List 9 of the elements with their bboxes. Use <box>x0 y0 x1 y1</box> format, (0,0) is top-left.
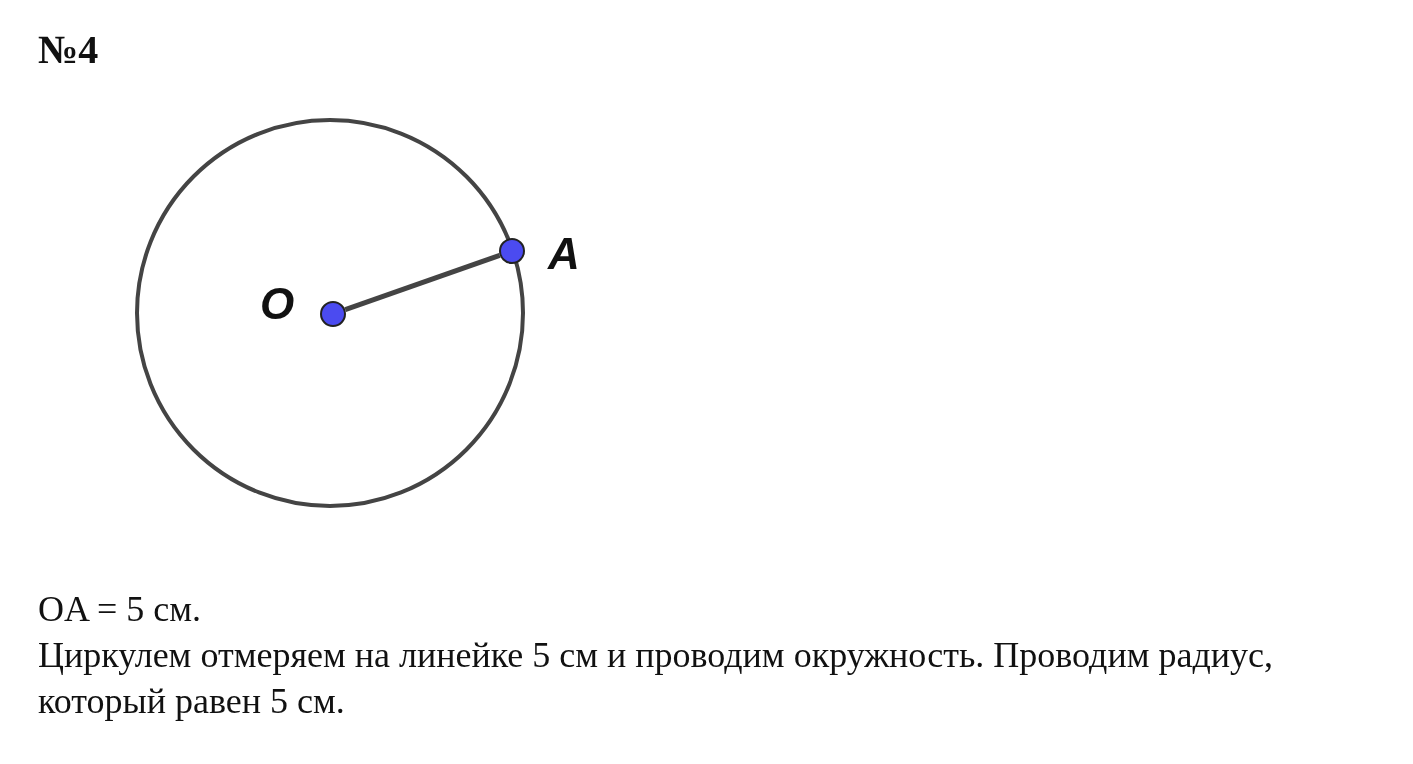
answer-line: OA = 5 см. <box>38 588 203 631</box>
point-label: A <box>548 232 580 276</box>
point-marker <box>499 238 525 264</box>
task-number: №4 <box>38 26 99 73</box>
circle-outline <box>135 118 525 508</box>
radius-line <box>344 252 501 313</box>
point-label: O <box>260 282 295 326</box>
point-marker <box>320 301 346 327</box>
explanation-text: Циркулем отмеряем на линейке 5 см и проводим окружность. Проводим радиус, который равен 5 см. <box>38 634 1274 723</box>
